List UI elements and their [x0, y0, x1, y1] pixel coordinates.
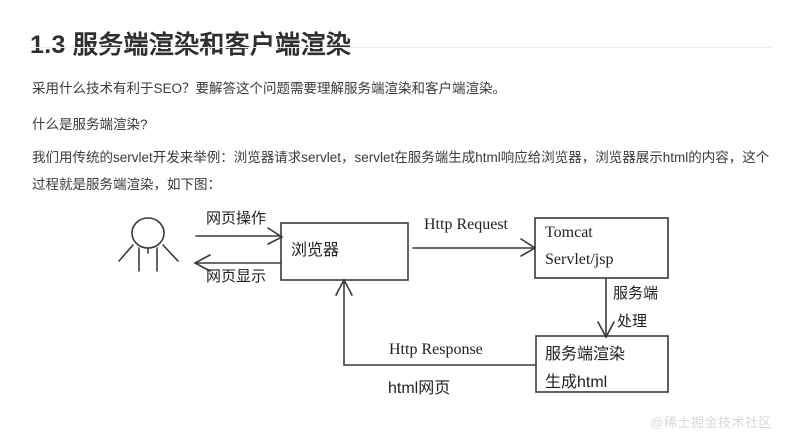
title-divider	[30, 47, 772, 48]
label-server-side: 服务端	[613, 285, 659, 302]
label-http-request: Http Request	[424, 216, 508, 233]
arrow-http-response-line	[343, 280, 537, 366]
actor-arm-left	[118, 244, 134, 262]
label-web-display: 网页显示	[206, 268, 267, 285]
paragraph-2: 什么是服务端渲染?	[32, 116, 148, 132]
arrow-http-response-head	[335, 278, 353, 296]
actor-arm-right	[162, 244, 179, 262]
node-tomcat-box	[534, 217, 669, 279]
label-ssr-title: 服务端渲染	[545, 346, 626, 363]
label-servlet-jsp: Servlet/jsp	[545, 251, 614, 268]
paragraph-1: 采用什么技术有利于SEO？要解答这个问题需要理解服务端渲染和客户端渲染。	[32, 80, 507, 96]
watermark: @稀土掘金技术社区	[650, 415, 772, 430]
node-ssr-box	[535, 335, 669, 393]
label-tomcat: Tomcat	[545, 224, 593, 241]
arrow-web-display-head	[193, 254, 211, 272]
label-ssr-generate: 生成html	[545, 374, 608, 391]
actor-head-icon	[131, 217, 165, 249]
label-web-operation: 网页操作	[206, 210, 267, 227]
label-html-page: html网页	[388, 380, 451, 397]
label-process: 处理	[617, 313, 648, 330]
paragraph-3: 我们用传统的servlet开发来举例：浏览器请求servlet，servlet在…	[32, 149, 770, 192]
diagram-canvas	[118, 217, 669, 393]
label-http-response: Http Response	[389, 341, 483, 358]
label-browser: 浏览器	[291, 242, 340, 259]
ssr-flow-diagram: 网页操作 网页显示 浏览器 Http Request Tomcat Servle…	[0, 195, 786, 425]
arrow-web-operation-head	[267, 227, 284, 245]
page-title: 1.3 服务端渲染和客户端渲染	[30, 30, 352, 59]
arrow-server-process-head	[597, 321, 615, 339]
